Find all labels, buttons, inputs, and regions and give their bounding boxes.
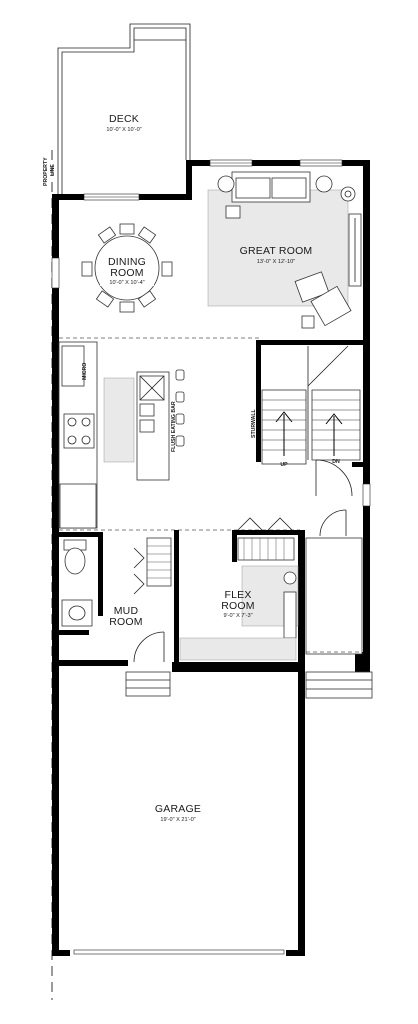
stairs-up-label: UP: [280, 462, 288, 468]
great-room-dims: 13'-0" X 12'-10": [257, 259, 295, 265]
deck-dims: 10'-0" X 10'-0": [106, 127, 141, 133]
great-room: [207, 171, 362, 329]
flex-room-label-2: ROOM: [221, 600, 254, 612]
mud-room-label-1: MUD: [114, 605, 139, 617]
dining-room-label-1: DINING: [108, 256, 146, 268]
micro-label: MICRO: [82, 363, 88, 380]
deck: [57, 23, 191, 196]
sturwall-label: STURWALL: [251, 408, 257, 438]
front-entry: [305, 509, 373, 699]
garage-label: GARAGE: [155, 803, 201, 815]
stairs-down-label: DN: [332, 459, 340, 465]
flex-room-dims: 9'-0" X 7'-3": [223, 613, 252, 619]
flex-room-label-1: FLEX: [224, 589, 251, 601]
deck-label: DECK: [109, 113, 139, 125]
kitchen: [58, 341, 185, 529]
property-line-label-2: LINE: [50, 164, 56, 176]
flush-eating-bar-label: FLUSH EATING BAR: [171, 401, 177, 452]
dining-room-label-2: ROOM: [110, 267, 143, 279]
great-room-label: GREAT ROOM: [240, 245, 313, 257]
exterior-walls: [52, 160, 370, 956]
property-line-label-1: PROPERTY: [43, 157, 49, 186]
windows: [51, 159, 371, 955]
stairs: [256, 340, 363, 497]
dining-room-dims: 10'-0" X 10'-4": [109, 280, 144, 286]
mud-room: [59, 532, 172, 697]
garage-dims: 19'-0" X 21'-0": [160, 817, 195, 823]
mud-room-label-2: ROOM: [109, 616, 142, 628]
flex-room: [174, 517, 304, 664]
